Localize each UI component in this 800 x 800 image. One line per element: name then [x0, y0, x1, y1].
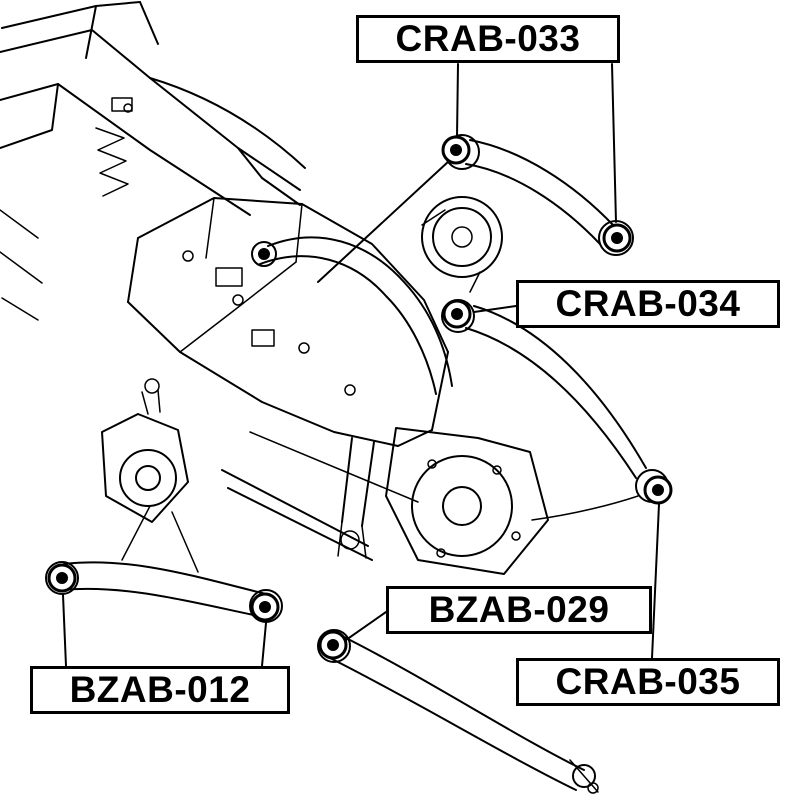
bushing-marker-bzab-012-right	[250, 592, 280, 622]
bushing-marker-crab-033-left	[441, 135, 471, 165]
rear-knuckle	[337, 427, 549, 575]
bushing-marker-bzab-029	[318, 630, 348, 660]
part-label-bzab-029: BZAB-029	[386, 586, 652, 634]
left-assembly	[101, 378, 419, 573]
upper-control-arm	[251, 236, 453, 395]
bushing-marker-crab-035	[643, 475, 673, 505]
bushing-marker-bzab-012-left	[47, 563, 77, 593]
subframe-mount-bushing	[421, 196, 503, 293]
arm-bzab-029	[317, 629, 599, 794]
arm-crab-034	[441, 299, 669, 521]
bushing-markers	[47, 135, 673, 660]
part-label-crab-035: CRAB-035	[516, 658, 780, 706]
part-label-crab-033: CRAB-033	[356, 15, 620, 63]
frame-rails	[0, 1, 306, 321]
part-label-bzab-012: BZAB-012	[30, 666, 290, 714]
bushing-marker-crab-033-right	[602, 223, 632, 253]
leader-lines	[62, 63, 660, 667]
arm-bzab-012	[45, 561, 283, 623]
bushing-marker-crab-034	[442, 299, 472, 329]
part-label-crab-034: CRAB-034	[516, 280, 780, 328]
subframe	[127, 197, 449, 447]
